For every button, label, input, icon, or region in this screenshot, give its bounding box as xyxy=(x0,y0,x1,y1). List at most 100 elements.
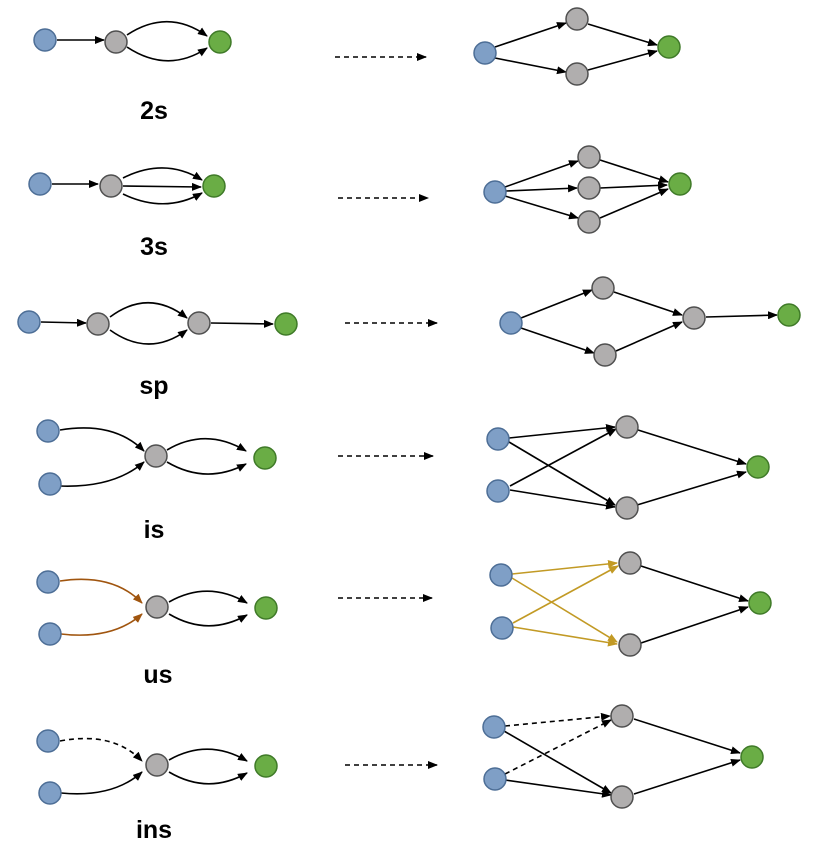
edge xyxy=(633,718,741,755)
sink-node xyxy=(274,312,298,336)
source-node xyxy=(486,479,510,503)
edge xyxy=(508,441,616,506)
row-2s: 2s xyxy=(33,7,681,125)
edge xyxy=(59,427,145,452)
intermediate-node xyxy=(144,444,168,468)
edge xyxy=(109,301,188,319)
sink-node xyxy=(202,174,226,198)
edge xyxy=(599,181,668,190)
intermediate-node xyxy=(682,306,706,330)
source-node xyxy=(33,28,57,52)
row-label: us xyxy=(143,661,172,689)
source-node xyxy=(38,781,62,805)
sink-node xyxy=(777,303,801,327)
source-node xyxy=(28,172,52,196)
row-3s: 3s xyxy=(28,145,692,261)
edge xyxy=(59,578,143,604)
edge xyxy=(494,22,567,48)
edge xyxy=(705,311,778,320)
intermediate-node xyxy=(565,7,589,31)
row-label: 3s xyxy=(140,233,168,261)
edge xyxy=(505,184,578,193)
left-graph-sp xyxy=(17,301,298,345)
source-node xyxy=(486,427,510,451)
source-node xyxy=(17,310,41,334)
row-label: ins xyxy=(136,816,172,844)
left-graph-ins xyxy=(36,729,278,805)
left-graph-3s xyxy=(28,167,226,205)
sink-node xyxy=(254,596,278,620)
row-us: us xyxy=(36,551,772,689)
row-label: sp xyxy=(139,372,168,400)
source-node xyxy=(38,622,62,646)
intermediate-node xyxy=(565,62,589,86)
source-node xyxy=(483,767,507,791)
sink-node xyxy=(253,446,277,470)
intermediate-node xyxy=(145,753,169,777)
intermediate-node xyxy=(86,312,110,336)
right-graph-us xyxy=(489,551,772,657)
edge xyxy=(509,489,616,510)
left-graph-2s xyxy=(33,20,232,62)
edge xyxy=(520,327,595,354)
right-graph-2s xyxy=(473,7,681,86)
edge xyxy=(504,779,612,798)
intermediate-node xyxy=(615,415,639,439)
sink-node xyxy=(740,745,764,769)
edge xyxy=(640,606,749,644)
right-graph-is xyxy=(486,415,770,520)
intermediate-node xyxy=(187,311,211,335)
edge xyxy=(599,159,669,184)
right-graph-ins xyxy=(482,704,764,809)
row-label: 2s xyxy=(140,97,168,125)
sink-node xyxy=(668,172,692,196)
edge xyxy=(210,319,274,328)
edge xyxy=(599,188,669,219)
source-node xyxy=(38,472,62,496)
edge xyxy=(122,192,203,205)
edge xyxy=(640,565,749,603)
edge xyxy=(587,49,658,71)
edge xyxy=(494,57,567,75)
edge xyxy=(60,613,143,636)
source-node xyxy=(36,419,60,443)
row-label: is xyxy=(144,516,165,544)
source-node xyxy=(483,180,507,204)
edge xyxy=(40,318,87,327)
edge xyxy=(168,590,248,604)
edge xyxy=(512,565,619,624)
source-node xyxy=(490,616,514,640)
intermediate-node xyxy=(618,551,642,575)
edge xyxy=(60,771,143,795)
edge xyxy=(59,461,145,487)
source-node xyxy=(482,715,506,739)
edge xyxy=(511,559,618,575)
sink-node xyxy=(657,35,681,59)
row-ins: ins xyxy=(36,704,764,844)
edge xyxy=(512,626,618,647)
intermediate-node xyxy=(145,595,169,619)
sink-node xyxy=(208,30,232,54)
sink-node xyxy=(254,754,278,778)
sink-node xyxy=(748,591,772,615)
edge xyxy=(503,730,612,794)
edge xyxy=(633,758,741,795)
intermediate-node xyxy=(577,145,601,169)
intermediate-node xyxy=(99,174,123,198)
row-is: is xyxy=(36,415,770,544)
intermediate-node xyxy=(610,704,634,728)
edge xyxy=(109,329,188,345)
intermediate-node xyxy=(577,176,601,200)
edge xyxy=(122,167,203,181)
source-node xyxy=(489,563,513,587)
intermediate-node xyxy=(104,30,128,54)
edge xyxy=(637,429,747,466)
edge xyxy=(166,437,247,452)
intermediate-node xyxy=(610,785,634,809)
edge xyxy=(122,182,202,191)
edge xyxy=(168,771,248,785)
source-node xyxy=(36,570,60,594)
edge xyxy=(613,291,683,316)
edge xyxy=(511,577,618,643)
right-graph-sp xyxy=(499,276,801,367)
